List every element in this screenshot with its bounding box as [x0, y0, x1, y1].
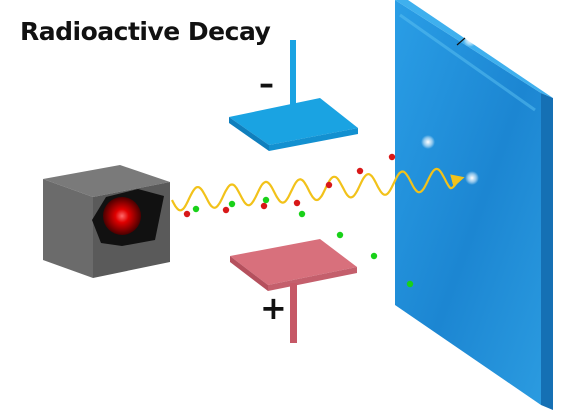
detector-screen: [395, 0, 553, 410]
positive-plate-front: [230, 256, 268, 291]
negative-plate-side: [269, 128, 358, 151]
diagram-title: Radioactive Decay: [20, 17, 271, 46]
alpha-particle: [260, 202, 268, 210]
beta-particle: [262, 196, 270, 204]
alpha-particle: [293, 199, 301, 207]
screen-hit-spot-middle: [421, 135, 435, 149]
detector-screen-front: [395, 0, 541, 405]
beta-particle: [406, 280, 414, 288]
negative-plate-rod: [290, 40, 296, 120]
radioactive-core: [103, 197, 141, 235]
gamma-ray-wave: [171, 167, 465, 212]
alpha-particle: [356, 167, 364, 175]
screen-hit-spot-gamma: [465, 171, 479, 185]
detector-screen-top-edge: [395, 0, 553, 98]
beta-particle: [336, 231, 344, 239]
alpha-particles: [183, 153, 396, 218]
screen-hit-mark: [456, 37, 466, 46]
alpha-particle: [388, 153, 396, 161]
negative-plate-front: [229, 117, 269, 151]
beta-particle: [298, 210, 306, 218]
beta-particle: [228, 200, 236, 208]
detector-screen-edge: [541, 93, 553, 410]
negative-plate: [229, 40, 358, 151]
positive-plate-rod: [290, 283, 297, 343]
positive-plate: [230, 239, 357, 343]
positive-plate-sign: +: [260, 289, 287, 327]
alpha-particle: [325, 181, 333, 189]
negative-plate-sign: –: [259, 67, 274, 102]
alpha-particle: [183, 210, 191, 218]
beta-particle: [192, 205, 200, 213]
screen-hit-spot-upper: [463, 33, 477, 47]
radioactive-source: [43, 165, 170, 278]
screen-highlight: [399, 13, 536, 112]
beta-particle: [370, 252, 378, 260]
positive-plate-top: [230, 239, 357, 285]
source-block-top: [43, 165, 170, 197]
alpha-particle: [222, 206, 230, 214]
source-block-front: [43, 179, 93, 278]
beta-particles: [192, 196, 414, 288]
negative-plate-top: [229, 98, 358, 145]
